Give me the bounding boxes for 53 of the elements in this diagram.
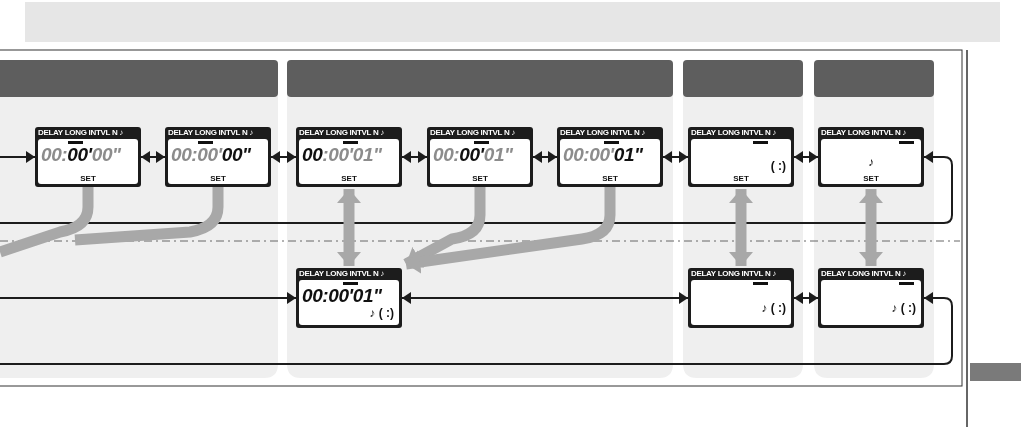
lcd-screen: [818, 268, 924, 328]
lcd-screen: [427, 127, 533, 187]
set-indicator: SET: [210, 174, 226, 183]
lcd-time-digits: 00:00'01": [563, 145, 643, 165]
set-indicator: SET: [863, 174, 879, 183]
lcd-status-row: DELAY LONG INTVL N ♪: [560, 128, 645, 138]
set-indicator: SET: [733, 174, 749, 183]
lcd-screen: [296, 127, 402, 187]
double-arrow: [140, 151, 166, 163]
arrow: [0, 292, 297, 304]
lcd-screen: [688, 127, 794, 187]
double-arrow: [793, 151, 819, 163]
lcd-time-digits: 00:00'00": [41, 145, 121, 165]
lcd-symbol-row: ♪ ( :): [369, 307, 394, 320]
lcd-time-digits: 00:00'00": [171, 145, 251, 165]
lcd-symbol-row: ♪ ( :): [891, 302, 916, 315]
lcd-status-row: DELAY LONG INTVL N ♪: [821, 128, 906, 138]
lcd-screen: [35, 127, 141, 187]
set-indicator: SET: [602, 174, 618, 183]
lcd-screen: [165, 127, 271, 187]
set-indicator: SET: [472, 174, 488, 183]
arrow: [0, 292, 953, 365]
lcd-time-digits: 00:00'01": [302, 286, 382, 306]
lcd-status-row: DELAY LONG INTVL N ♪: [299, 269, 384, 279]
note-symbol: ♪: [868, 156, 874, 169]
thick-arrow: [729, 189, 753, 266]
lcd-status-row: DELAY LONG INTVL N ♪: [430, 128, 515, 138]
double-arrow: [401, 151, 428, 163]
lcd-time-digits: 00:00'01": [302, 145, 382, 165]
set-indicator: SET: [80, 174, 96, 183]
thick-arrow: [859, 189, 883, 266]
lcd-status-row: DELAY LONG INTVL N ♪: [821, 269, 906, 279]
double-arrow: [401, 292, 689, 304]
lcd-screen: [688, 268, 794, 328]
lcd-screen: [296, 268, 402, 328]
lcd-screen: [557, 127, 663, 187]
lcd-symbol-row: ( :): [770, 160, 786, 173]
lcd-time-digits: 00:00'01": [433, 145, 513, 165]
double-arrow: [662, 151, 689, 163]
lcd-status-row: DELAY LONG INTVL N ♪: [691, 269, 776, 279]
lcd-screen: [818, 127, 924, 187]
lcd-status-row: DELAY LONG INTVL N ♪: [168, 128, 253, 138]
double-arrow: [793, 292, 819, 304]
arrow: [0, 151, 953, 224]
lcd-status-row: DELAY LONG INTVL N ♪: [691, 128, 776, 138]
lcd-symbol-row: ♪ ( :): [761, 302, 786, 315]
set-indicator: SET: [341, 174, 357, 183]
thick-arrow: [337, 189, 361, 266]
arrow: [0, 151, 36, 163]
lcd-status-row: DELAY LONG INTVL N ♪: [38, 128, 123, 138]
double-arrow: [532, 151, 558, 163]
lcd-status-row: DELAY LONG INTVL N ♪: [299, 128, 384, 138]
double-arrow: [270, 151, 297, 163]
